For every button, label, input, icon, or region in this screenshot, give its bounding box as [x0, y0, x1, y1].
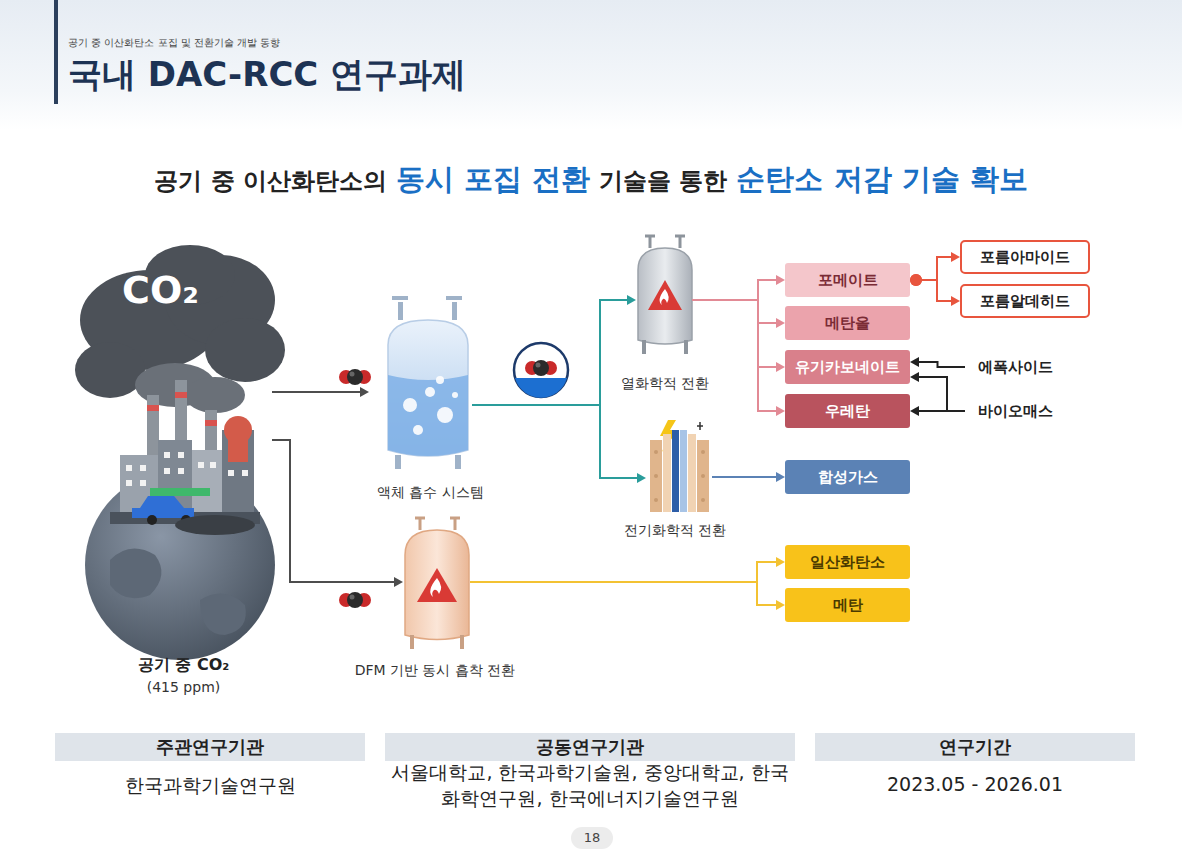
- product-box: 합성가스: [785, 460, 910, 494]
- arrow-head: [776, 557, 785, 567]
- node-text: 바이오매스: [978, 402, 1053, 421]
- connector: [472, 300, 627, 405]
- illustrated-unit: 열화학적 전환: [610, 235, 720, 393]
- node-text: 일산화탄소: [810, 553, 885, 572]
- subtitle-text: 공기 중 이산화탄소의: [154, 165, 387, 197]
- arrow-head: [637, 473, 646, 483]
- product-box: 메탄올: [785, 306, 910, 340]
- page-number: 18: [571, 827, 613, 849]
- arrow-head: [951, 296, 960, 306]
- illustrated-unit: 액체 흡수 시스템: [369, 300, 492, 502]
- node-text: 포름아마이드: [980, 248, 1070, 267]
- arrow-head: [394, 577, 403, 587]
- connector: [470, 562, 776, 582]
- label-text: 서울대학교, 한국과학기술원, 중앙대학교, 한국화학연구원, 한국에너지기술연…: [385, 760, 795, 811]
- node-text: 포름알데히드: [980, 292, 1070, 311]
- product-box: 포메이트: [785, 263, 910, 297]
- unit-caption: (415 ppm): [147, 679, 221, 695]
- connector: [919, 377, 965, 411]
- arrow-head: [910, 406, 919, 416]
- header-band: 연구기간: [815, 733, 1135, 761]
- input-node: 에폭사이드: [965, 355, 1065, 379]
- node-text: 포메이트: [818, 271, 878, 290]
- arrow-head: [910, 372, 919, 382]
- page-title: 국내 DAC-RCC 연구과제: [68, 52, 466, 98]
- label-text: 한국과학기술연구원: [55, 773, 365, 799]
- unit-caption: 공기 중 CO₂: [138, 655, 230, 676]
- product-box: 포름알데히드: [960, 284, 1090, 318]
- connector: [692, 300, 776, 323]
- arrow-head: [776, 362, 785, 372]
- label-text: 2023.05 - 2026.01: [815, 773, 1135, 795]
- band-heading: 연구기간: [939, 735, 1011, 759]
- subtitle-text: 기술을 통한: [599, 165, 727, 197]
- arrow-head: [627, 295, 636, 305]
- arrow-head: [951, 252, 960, 262]
- band-heading: 주관연구기관: [156, 735, 264, 759]
- unit-caption: 액체 흡수 시스템: [377, 484, 484, 502]
- connector: [470, 582, 776, 605]
- unit-caption: 열화학적 전환: [621, 375, 709, 393]
- product-box: 메탄: [785, 588, 910, 622]
- connector: [692, 280, 776, 300]
- band-heading: 공동연구기관: [536, 735, 644, 759]
- connector: [272, 391, 360, 393]
- label-text: CO₂: [122, 268, 199, 312]
- connector: [919, 362, 965, 367]
- subtitle-text: 동시 포집 전환: [396, 160, 590, 200]
- header-band: 주관연구기관: [55, 733, 365, 761]
- node-text: 메탄: [833, 596, 863, 615]
- label-text: 공기 중 이산화탄소 포집 및 전환기술 개발 동향: [68, 36, 280, 50]
- node-text: 합성가스: [818, 468, 878, 487]
- branch-dot: [910, 274, 922, 286]
- illustrated-unit: 전기화학적 전환: [610, 412, 740, 540]
- unit-caption: DFM 기반 동시 흡착 전환: [355, 662, 516, 680]
- arrow-head: [776, 275, 785, 285]
- arrow-head: [776, 472, 785, 482]
- product-box: 포름아마이드: [960, 240, 1090, 274]
- product-box: 유기카보네이트: [785, 350, 910, 384]
- arrow-head: [776, 600, 785, 610]
- node-text: 메탄올: [825, 314, 870, 333]
- node-text: 에폭사이드: [978, 358, 1053, 377]
- subtitle-row: 공기 중 이산화탄소의 동시 포집 전환 기술을 통한 순탄소 저감 기술 확보: [0, 160, 1182, 200]
- branch-dot: [910, 274, 922, 286]
- subtitle-text: 순탄소 저감 기술 확보: [736, 160, 1027, 200]
- product-box: 일산화탄소: [785, 545, 910, 579]
- connector: [472, 405, 637, 478]
- connector: [692, 300, 776, 411]
- arrow-head: [776, 318, 785, 328]
- connector: [272, 440, 394, 582]
- arrow-head: [776, 406, 785, 416]
- node-text: 우레탄: [825, 402, 870, 421]
- product-box: 우레탄: [785, 394, 910, 428]
- illustrated-unit: DFM 기반 동시 흡착 전환: [340, 515, 530, 680]
- header-band: 공동연구기관: [385, 733, 795, 761]
- unit-caption: 전기화학적 전환: [624, 522, 726, 540]
- node-text: 유기카보네이트: [795, 358, 900, 377]
- connector: [712, 476, 776, 478]
- illustrated-unit: 공기 중 CO₂ (415 ppm): [95, 255, 272, 695]
- connector: [692, 300, 776, 367]
- arrow-head: [360, 387, 369, 397]
- arrow-head: [910, 357, 919, 367]
- input-node: 바이오매스: [965, 399, 1065, 423]
